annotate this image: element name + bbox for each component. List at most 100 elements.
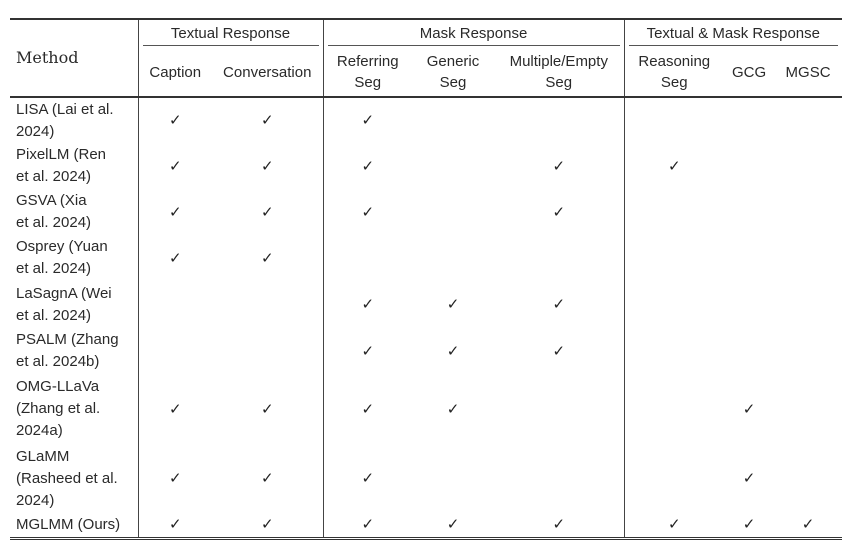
check-icon: ✓ [552, 295, 566, 313]
check-cell: ✓ [138, 189, 212, 235]
empty-cell [412, 189, 494, 235]
check-icon: ✓ [552, 341, 566, 360]
check-cell: ✓ [212, 143, 324, 189]
check-icon: ✓ [552, 515, 566, 534]
check-cell: ✓ [212, 97, 324, 143]
check-cell: ✓ [494, 189, 625, 235]
empty-cell [774, 143, 842, 189]
check-icon: ✓ [667, 156, 681, 175]
check-icon: ✓ [552, 202, 566, 221]
check-icon: ✓ [260, 515, 274, 534]
check-cell: ✓ [323, 189, 412, 235]
table-row: OMG-LLaVa(Zhang et al.2024a)✓✓✓✓✓ [10, 374, 842, 444]
check-icon: ✓ [260, 469, 274, 487]
check-icon: ✓ [446, 295, 460, 313]
table-row: GLaMM(Rasheed et al.2024) ✓ ✓ ✓ ✓ [10, 444, 842, 513]
check-icon: ✓ [361, 156, 375, 175]
check-icon: ✓ [742, 399, 756, 418]
empty-cell [724, 235, 774, 281]
check-cell: ✓ [212, 189, 324, 235]
check-cell: ✓ [412, 328, 494, 374]
check-icon: ✓ [361, 469, 375, 487]
check-icon: ✓ [260, 399, 274, 418]
check-icon: ✓ [361, 295, 375, 313]
group-header-mask: Mask Response [323, 19, 625, 48]
check-cell: ✓ [724, 444, 774, 513]
empty-cell [724, 97, 774, 143]
empty-cell [138, 328, 212, 374]
column-header-caption: Caption [149, 63, 202, 81]
check-cell: ✓ [138, 143, 212, 189]
check-cell: ✓ [494, 328, 625, 374]
check-icon: ✓ [168, 515, 182, 534]
method-name: LISA (Lai et al.2024) [10, 97, 139, 143]
empty-cell [412, 444, 494, 513]
check-icon: ✓ [446, 341, 460, 360]
check-cell: ✓ [138, 235, 212, 281]
empty-cell [774, 235, 842, 281]
check-cell: ✓ [724, 374, 774, 444]
table-row: LISA (Lai et al.2024) ✓ ✓ ✓ [10, 97, 842, 143]
method-header: Method [10, 19, 139, 98]
empty-cell [412, 97, 494, 143]
check-cell: ✓ [138, 513, 212, 538]
check-cell: ✓ [494, 513, 625, 538]
empty-cell [412, 235, 494, 281]
empty-cell [774, 374, 842, 444]
check-icon: ✓ [667, 515, 681, 534]
check-icon: ✓ [168, 202, 182, 221]
empty-cell [724, 143, 774, 189]
empty-cell [212, 281, 324, 328]
check-cell: ✓ [212, 235, 324, 281]
check-cell: ✓ [138, 374, 212, 444]
empty-cell [724, 189, 774, 235]
empty-cell [624, 97, 724, 143]
check-cell: ✓ [412, 513, 494, 538]
empty-cell [494, 374, 625, 444]
empty-cell [774, 444, 842, 513]
empty-cell [624, 374, 724, 444]
empty-cell [624, 281, 724, 328]
check-icon: ✓ [361, 515, 375, 534]
check-cell: ✓ [724, 513, 774, 538]
empty-cell [323, 235, 412, 281]
check-icon: ✓ [260, 111, 274, 129]
empty-cell [774, 97, 842, 143]
check-cell: ✓ [323, 513, 412, 538]
check-cell: ✓ [212, 513, 324, 538]
column-header-mgsc: MGSC [785, 63, 831, 81]
column-header-conversation: Conversation [212, 48, 324, 97]
check-cell: ✓ [323, 97, 412, 143]
check-cell: ✓ [323, 143, 412, 189]
empty-cell [774, 189, 842, 235]
check-icon: ✓ [168, 111, 182, 129]
empty-cell [624, 328, 724, 374]
check-icon: ✓ [446, 515, 460, 534]
check-cell: ✓ [323, 281, 412, 328]
check-icon: ✓ [742, 515, 756, 534]
check-cell: ✓ [212, 444, 324, 513]
check-icon: ✓ [361, 341, 375, 360]
check-icon: ✓ [168, 399, 182, 418]
check-icon: ✓ [361, 399, 375, 418]
group-header-textual-mask: Textual & Mask Response [624, 19, 842, 48]
method-name: GLaMM(Rasheed et al.2024) [10, 444, 139, 513]
group-header-textual: Textual Response [138, 19, 324, 48]
table-row: MGLMM (Ours)✓✓✓✓✓✓✓✓ [10, 513, 843, 538]
empty-cell [774, 281, 842, 328]
check-cell: ✓ [138, 97, 212, 143]
empty-cell [624, 444, 724, 513]
check-cell: ✓ [412, 281, 494, 328]
check-icon: ✓ [168, 469, 182, 487]
empty-cell [724, 281, 774, 328]
empty-cell [494, 97, 625, 143]
